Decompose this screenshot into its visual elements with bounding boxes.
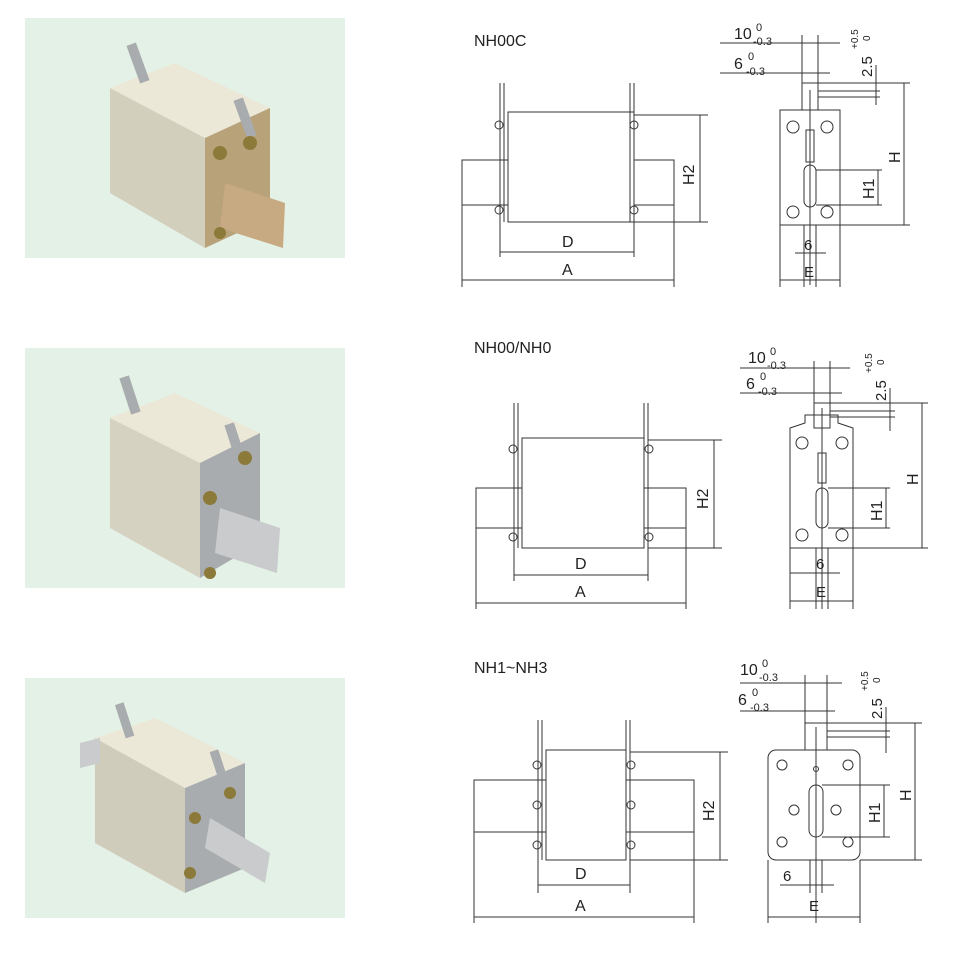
dim-h2: H2 bbox=[701, 800, 718, 821]
fuse-nh00c-photo-icon bbox=[25, 18, 345, 258]
tol-10-sup: 0 bbox=[762, 658, 768, 670]
tol-25: 2.5 bbox=[869, 698, 886, 719]
dim-h1: H1 bbox=[869, 500, 886, 521]
dim-e: E bbox=[809, 898, 819, 915]
dim-h: H bbox=[898, 789, 915, 801]
row-nh00c: NH00C bbox=[0, 0, 966, 300]
tol-6-sup: 0 bbox=[752, 687, 758, 699]
tol-6-sup: 0 bbox=[748, 51, 754, 63]
tol-25-sup: +0.5 bbox=[850, 29, 861, 49]
dim-d: D bbox=[575, 556, 587, 573]
dim-h: H bbox=[887, 151, 904, 163]
dim-h1: H1 bbox=[867, 802, 884, 823]
tol-10-sub: -0.3 bbox=[759, 672, 778, 684]
tol-10: 10 bbox=[740, 662, 758, 679]
tol-25-sup: +0.5 bbox=[864, 353, 875, 373]
row-nh00: NH00/NH0 bbox=[0, 318, 966, 618]
tol-6-sup: 0 bbox=[760, 371, 766, 383]
dim-six: 6 bbox=[816, 556, 824, 573]
model-title: NH00C bbox=[474, 33, 527, 50]
dim-h1: H1 bbox=[861, 178, 878, 199]
nh1-drawing: D A H2 H H1 6 E 10 0 -0.3 6 0 -0.3 2.5 +… bbox=[473, 658, 922, 923]
row-nh1: NH1~NH3 bbox=[0, 640, 966, 940]
dim-h2: H2 bbox=[681, 164, 698, 185]
tol-6: 6 bbox=[734, 56, 743, 73]
dim-h2: H2 bbox=[695, 488, 712, 509]
fuse-nh00-photo-icon bbox=[25, 348, 345, 588]
tol-25-sup: +0.5 bbox=[860, 671, 871, 691]
tol-10-sub: -0.3 bbox=[767, 360, 786, 372]
tol-6-sub: -0.3 bbox=[758, 386, 777, 398]
fuse-nh1-photo-icon bbox=[25, 678, 345, 918]
tol-25-sub: 0 bbox=[862, 35, 873, 41]
tol-25-sub: 0 bbox=[872, 677, 883, 683]
tol-10: 10 bbox=[748, 350, 766, 367]
dim-h: H bbox=[905, 473, 922, 485]
dim-a: A bbox=[575, 584, 586, 601]
tol-10-sub: -0.3 bbox=[753, 36, 772, 48]
tol-10: 10 bbox=[734, 26, 752, 43]
tol-10-sup: 0 bbox=[770, 346, 776, 358]
dim-d: D bbox=[562, 234, 574, 251]
nh00-drawing: D A H2 H H1 6 E 10 0 -0.3 6 0 -0.3 2.5 +… bbox=[475, 346, 928, 609]
dim-six: 6 bbox=[783, 868, 791, 885]
tol-10-sup: 0 bbox=[756, 22, 762, 34]
model-title: NH00/NH0 bbox=[474, 340, 552, 357]
tol-25: 2.5 bbox=[859, 56, 876, 77]
tol-6: 6 bbox=[746, 376, 755, 393]
tol-6-sub: -0.3 bbox=[746, 66, 765, 78]
tol-25: 2.5 bbox=[873, 380, 890, 401]
nh00c-drawing: D A H2 H H1 6 E 10 0 -0.3 6 0 -0.3 2.5 +… bbox=[461, 22, 910, 287]
tol-6: 6 bbox=[738, 692, 747, 709]
dim-e: E bbox=[816, 584, 826, 601]
model-title: NH1~NH3 bbox=[474, 660, 548, 677]
dim-e: E bbox=[804, 264, 814, 281]
dim-d: D bbox=[575, 866, 587, 883]
dim-a: A bbox=[562, 262, 573, 279]
dim-a: A bbox=[575, 898, 586, 915]
dim-six: 6 bbox=[804, 237, 812, 254]
tol-25-sub: 0 bbox=[876, 359, 887, 365]
tol-6-sub: -0.3 bbox=[750, 702, 769, 714]
